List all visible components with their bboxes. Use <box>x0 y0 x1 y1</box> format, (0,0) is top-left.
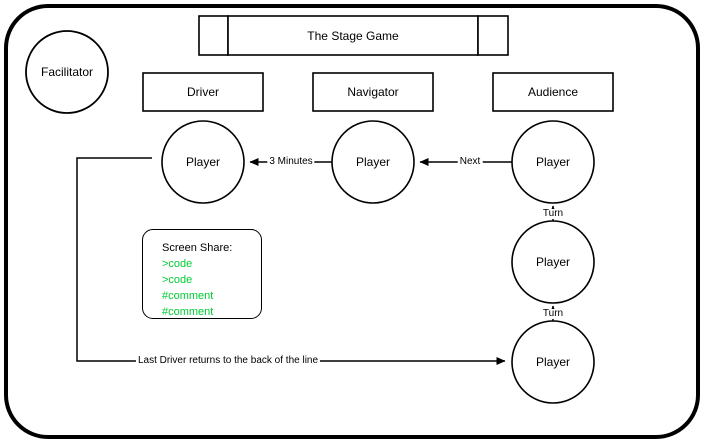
player-label-navigator: Player <box>355 155 391 169</box>
role-label-driver: Driver <box>187 85 219 99</box>
role-label-navigator: Navigator <box>347 85 399 99</box>
player-label-audience-1: Player <box>535 155 571 169</box>
screen-share-line-3: #comment <box>162 290 214 302</box>
edge-label-return: Last Driver returns to the back of the l… <box>135 355 321 366</box>
screen-share-title: Screen Share: <box>162 242 233 254</box>
title-bar-right-cell <box>477 15 509 56</box>
edge-label-turn-2: Turn <box>540 308 566 319</box>
edge-label-3-minutes: 3 Minutes <box>267 156 315 167</box>
player-label-audience-3: Player <box>535 355 571 369</box>
stage-frame <box>4 4 700 439</box>
edge-label-turn-1: Turn <box>540 208 566 219</box>
screen-share-line-2: >code <box>162 274 193 286</box>
edge-label-next: Next <box>457 156 483 167</box>
title-bar-left-cell <box>198 15 229 56</box>
page-title: The Stage Game <box>307 29 399 43</box>
player-label-driver: Player <box>185 155 221 169</box>
screen-share-box: Screen Share: >code >code #comment #comm… <box>142 229 262 319</box>
role-label-audience: Audience <box>527 85 579 99</box>
screen-share-line-1: >code <box>162 258 193 270</box>
screen-share-line-4: #comment <box>162 306 214 318</box>
facilitator-label: Facilitator <box>40 65 94 79</box>
player-label-audience-2: Player <box>535 255 571 269</box>
